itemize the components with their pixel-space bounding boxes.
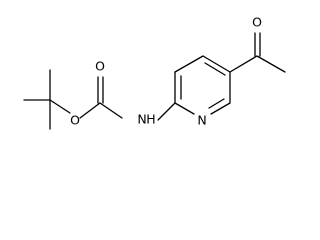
bond-acetyl-methyl: [256, 55, 286, 73]
amide-hydrogen-label: H: [146, 112, 155, 127]
ester-oxygen-label: O: [70, 113, 80, 128]
ring-nitrogen-label: N: [197, 113, 206, 128]
bond-ring-c6-n1: [210, 102, 231, 115]
bond-ester-o-to-carbonyl-c: [79, 102, 101, 119]
bond-ring-to-acetyl-c: [229, 55, 258, 73]
carbonyl-oxygen-label: O: [95, 59, 105, 74]
bond-ring-c4-c5-inner: [204, 62, 226, 76]
bond-n-to-ring: [157, 102, 176, 121]
bond-ring-n1-c2: [174, 102, 195, 115]
bond-tbu-to-ester-o: [49, 99, 71, 114]
bond-ring-c6-n1-inner: [208, 98, 225, 109]
ketone-oxygen-label: O: [252, 15, 262, 30]
bond-carbonyl-c-to-n: [99, 102, 123, 119]
amide-nitrogen-label: N: [137, 112, 146, 127]
molecule-diagram: O O N H N O: [23, 15, 286, 130]
bond-ring-c4-c5: [202, 55, 231, 73]
bond-ring-c3-c4: [174, 55, 204, 73]
